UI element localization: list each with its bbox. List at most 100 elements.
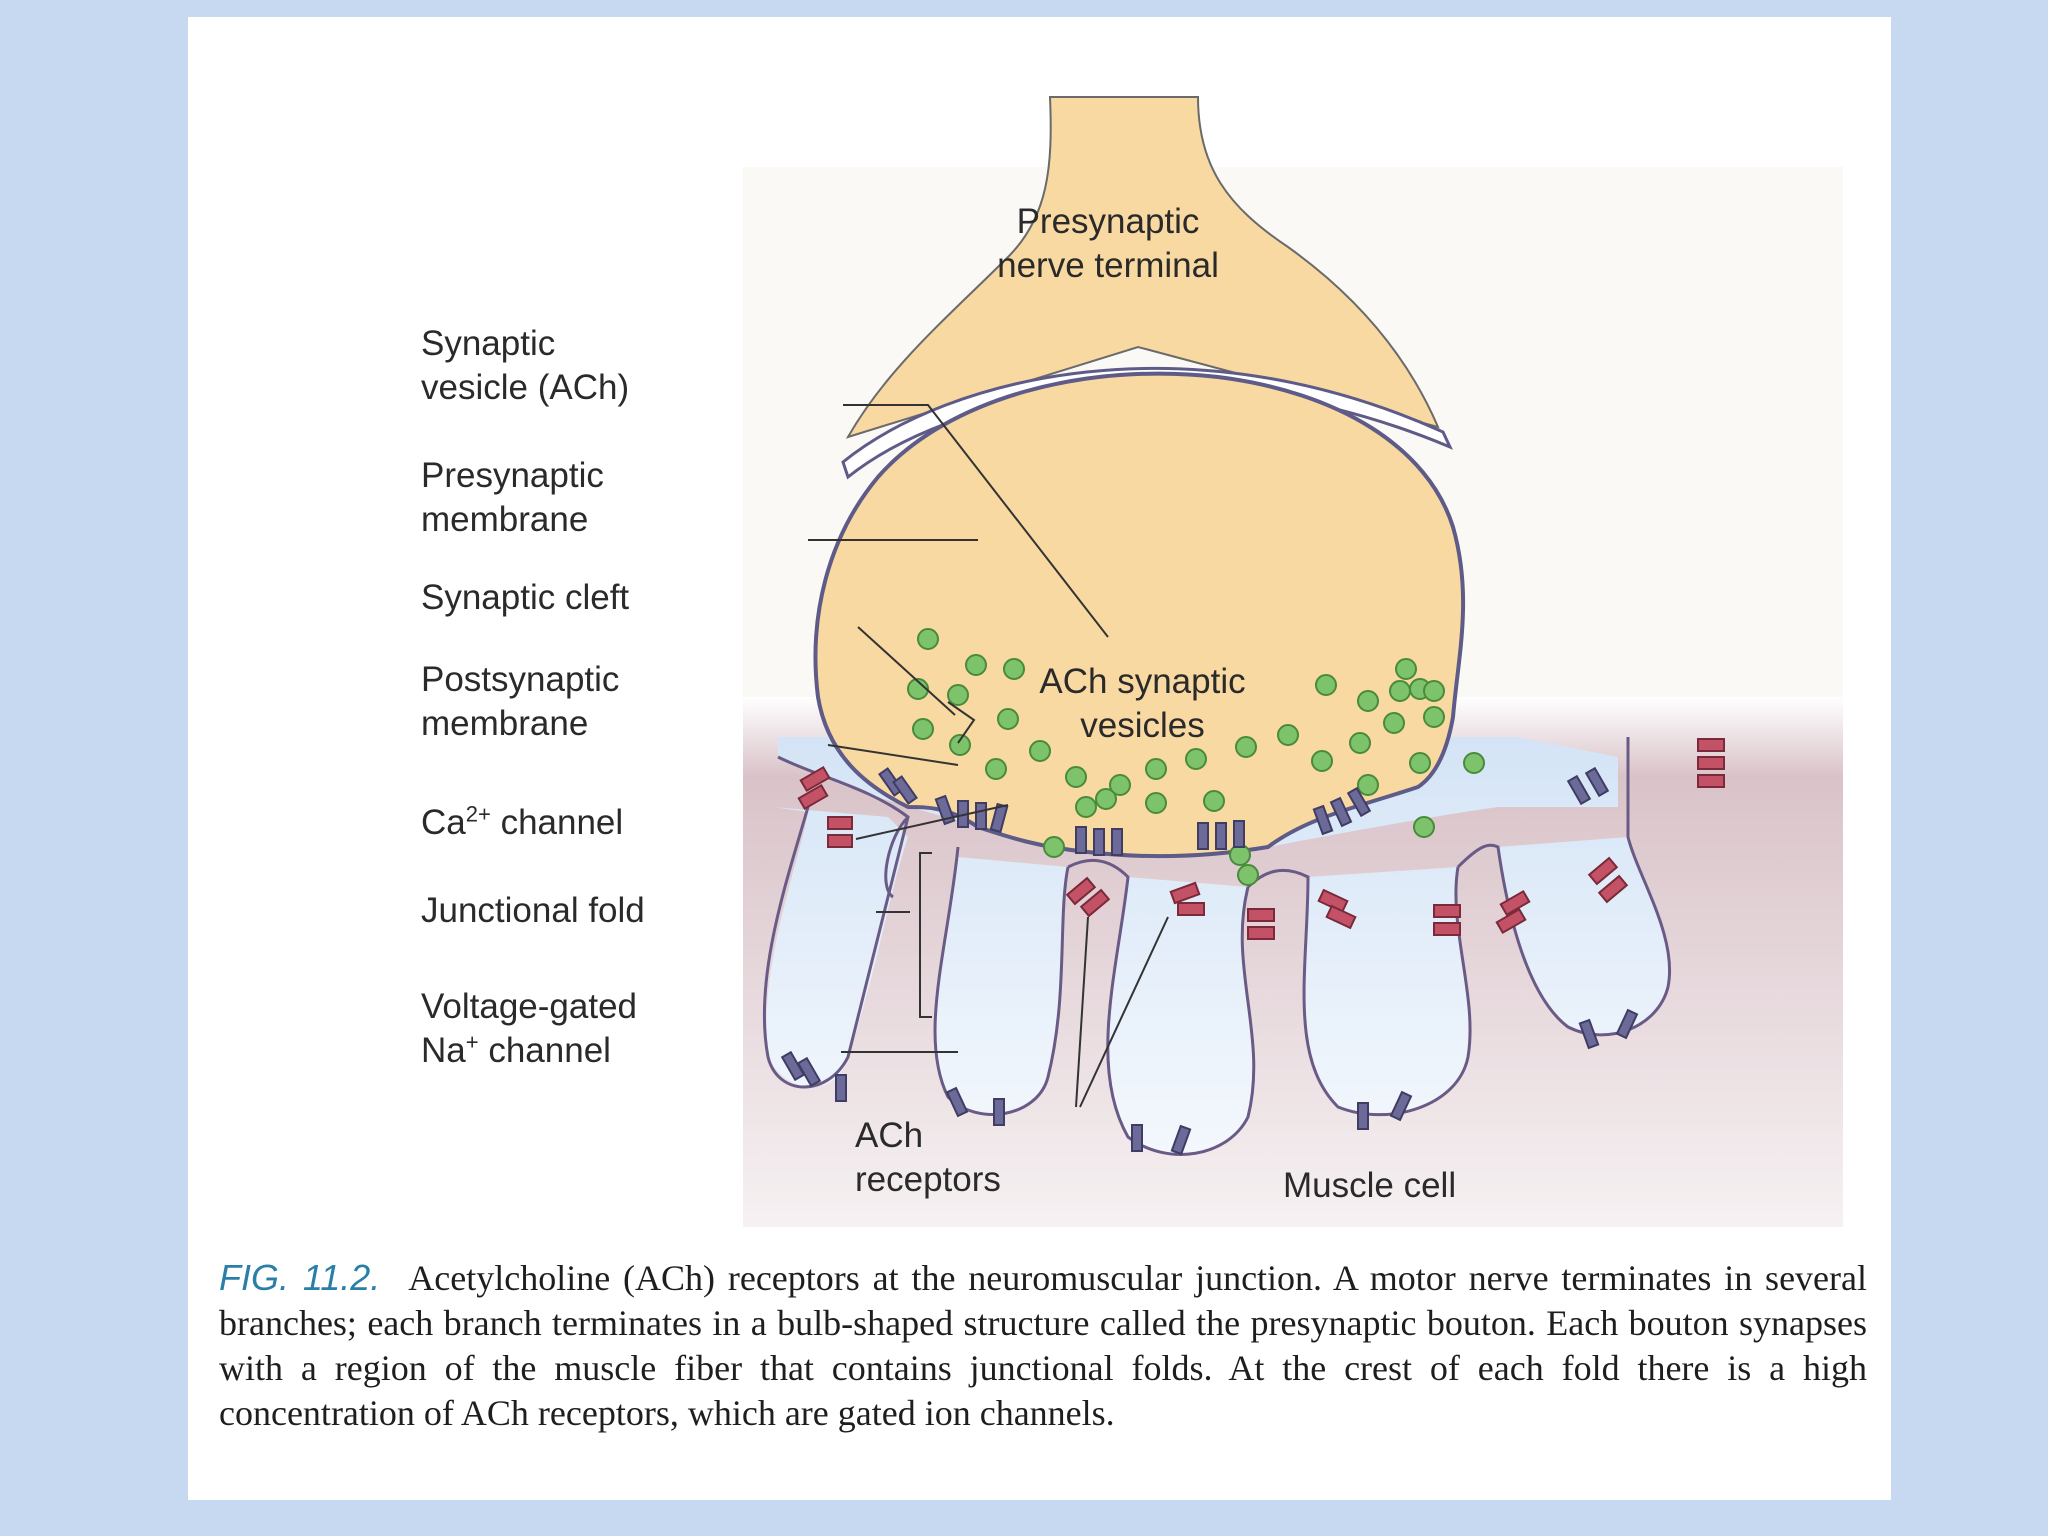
leader-synaptic-cleft: [857, 626, 956, 716]
ach-receptor: [1433, 904, 1461, 918]
ach-receptor: [1697, 756, 1725, 770]
ach-receptor: [1495, 907, 1527, 935]
caption-text: Acetylcholine (ACh) receptors at the neu…: [219, 1258, 1867, 1433]
presynaptic-terminal-label-line2: nerve terminal: [997, 246, 1219, 285]
vesicle: [965, 654, 987, 676]
vesicle: [907, 678, 929, 700]
ca-channel-label-sup: 2+: [465, 801, 491, 827]
vesicle: [1389, 680, 1411, 702]
ach-receptor: [1065, 876, 1097, 906]
muscle-cell-label: Muscle cell: [1283, 1166, 1457, 1205]
vesicle: [1043, 836, 1065, 858]
ca-channel: [1584, 766, 1610, 798]
ach-receptor: [1697, 774, 1725, 788]
vesicle: [1349, 732, 1371, 754]
vesicle: [985, 758, 1007, 780]
ach-receptor: [799, 765, 831, 793]
presynaptic-membrane-label-line2: membrane: [421, 500, 589, 539]
leader-ach-receptors-a: [1075, 916, 1089, 1108]
ca-channel-label: Ca2+ channel: [421, 801, 623, 845]
ca-channel: [1329, 796, 1353, 828]
vesicle: [1357, 690, 1379, 712]
vesicle: [1095, 788, 1117, 810]
vesicle: [1423, 706, 1445, 728]
na-channel-label-line1: Voltage-gated: [421, 987, 638, 1026]
junctional-fold-label: Junctional fold: [421, 891, 645, 930]
vesicle: [1383, 712, 1405, 734]
vesicle: [1235, 736, 1257, 758]
na-channel-label-suffix: channel: [478, 1031, 611, 1070]
ach-receptors-label: ACh receptors: [855, 1114, 1001, 1202]
ca-channel-label-prefix: Ca: [421, 803, 466, 842]
ca-channel: [892, 775, 918, 805]
vesicle: [1145, 792, 1167, 814]
vesicle: [1423, 680, 1445, 702]
ach-receptor: [1247, 908, 1275, 922]
na-channel-label-line2: Na+ channel: [421, 1029, 637, 1073]
vesicle: [1203, 790, 1225, 812]
leader-synaptic-vesicle: [843, 404, 1109, 638]
vesicle: [1413, 816, 1435, 838]
figure-slide: Presynaptic nerve terminal Synaptic vesi…: [188, 17, 1891, 1500]
ach-receptors-label-line2: receptors: [855, 1160, 1001, 1199]
ca-channel-label-suffix: channel: [490, 803, 624, 842]
ach-receptor: [1079, 888, 1111, 918]
ca-channel: [1197, 822, 1209, 850]
vesicle: [997, 708, 1019, 730]
ach-receptor: [797, 783, 829, 811]
cleft-bracket: [947, 701, 976, 744]
neuromuscular-junction-diagram: [743, 96, 1843, 1227]
na-channel: [835, 1074, 847, 1102]
vesicle: [949, 734, 971, 756]
ach-receptor: [1597, 874, 1629, 904]
vesicle: [1463, 752, 1485, 774]
ca-channel: [1346, 786, 1372, 818]
postsynaptic-membrane-label-line2: membrane: [421, 704, 589, 743]
ach-receptor: [1697, 738, 1725, 752]
ach-vesicles-label-line1: ACh synaptic: [1039, 662, 1246, 701]
postsynaptic-membrane-label: Postsynaptic membrane: [421, 658, 619, 746]
ach-receptors-label-line1: ACh: [855, 1116, 924, 1155]
vesicle: [1237, 864, 1259, 886]
vesicle: [1029, 740, 1051, 762]
ach-receptor: [1587, 856, 1619, 886]
na-channel: [796, 1056, 822, 1088]
na-channel: [1615, 1008, 1639, 1040]
na-channel-label: Voltage-gated Na+ channel: [421, 985, 637, 1073]
vesicle: [1311, 750, 1333, 772]
na-channel: [1578, 1018, 1600, 1050]
leader-postsynaptic-membrane: [827, 744, 959, 766]
vesicle: [1109, 774, 1131, 796]
postsynaptic-membrane-label-line1: Postsynaptic: [421, 660, 620, 699]
figure-caption: FIG. 11.2.Acetylcholine (ACh) receptors …: [219, 1255, 1867, 1436]
ach-receptor: [1325, 904, 1357, 930]
ca-channel: [1111, 828, 1123, 856]
synaptic-vesicle-label-line2: vesicle (ACh): [421, 368, 630, 407]
synaptic-cleft-area: [766, 737, 1670, 1155]
na-channel: [1357, 1102, 1369, 1130]
na-channel-label-prefix: Na: [421, 1031, 466, 1070]
na-channel: [945, 1086, 969, 1118]
na-channel: [1170, 1124, 1192, 1156]
synaptic-vesicle-label-line1: Synaptic: [421, 324, 556, 363]
ca-channel: [1233, 820, 1245, 848]
vesicle: [1075, 796, 1097, 818]
ca-channel: [1215, 822, 1227, 850]
ach-vesicles-label: ACh synaptic vesicles: [1030, 660, 1255, 748]
na-channel: [1131, 1124, 1143, 1152]
ach-receptor: [1247, 926, 1275, 940]
ach-receptor: [827, 816, 853, 830]
vesicle: [1357, 774, 1379, 796]
ca-channel: [934, 794, 956, 826]
ca-channel: [1093, 828, 1105, 856]
presynaptic-membrane-label-line1: Presynaptic: [421, 456, 604, 495]
ach-receptor: [1499, 889, 1531, 917]
junctional-fold-bracket: [919, 852, 932, 1018]
ach-receptor: [1317, 888, 1349, 914]
synaptic-cleft-label: Synaptic cleft: [421, 578, 630, 617]
na-channel-group: [780, 1008, 1639, 1156]
vesicle: [1065, 766, 1087, 788]
vesicle: [917, 628, 939, 650]
vesicle: [947, 684, 969, 706]
vesicle: [912, 718, 934, 740]
